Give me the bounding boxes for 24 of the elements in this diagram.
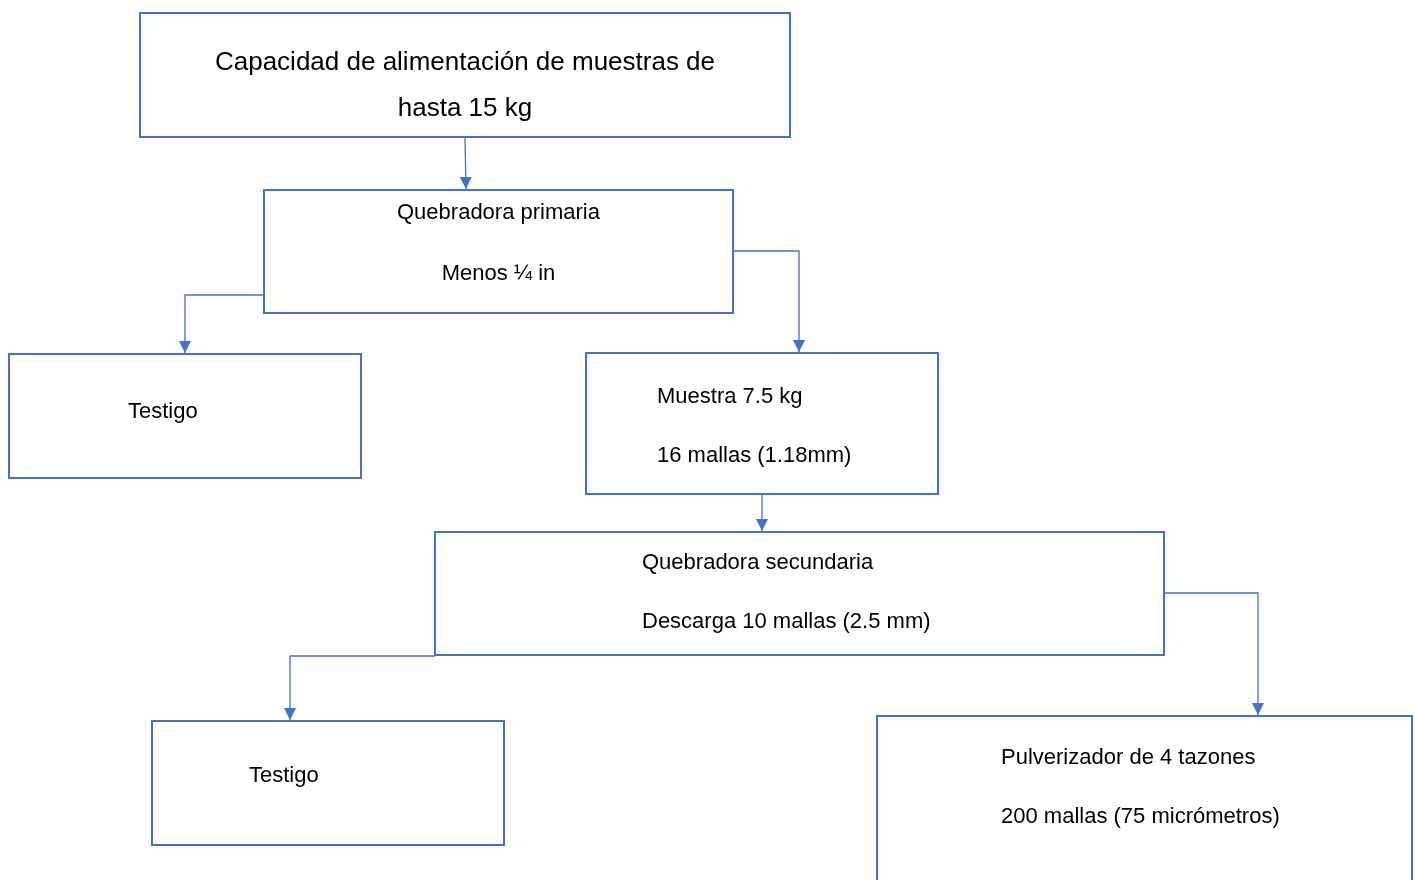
box-heading: Quebradora secundaria [642,549,874,575]
arrow [284,655,436,721]
process-box [434,531,1165,656]
process-box [139,12,791,138]
arrow [179,294,264,354]
box-text: 200 mallas (75 micrómetros) [1001,803,1280,829]
box-text: Menos ¼ in [440,260,557,286]
process-box [263,189,734,314]
process-box [151,720,505,846]
box-heading: Muestra 7.5 kg [657,383,803,409]
process-box [585,352,939,495]
arrow [733,250,805,353]
box-heading: Pulverizador de 4 tazones [1001,744,1256,770]
box-text: Descarga 10 mallas (2.5 mm) [642,608,931,634]
arrow [756,494,768,532]
process-box [876,715,1413,880]
arrow [459,137,472,190]
arrow [1164,592,1264,716]
box-text: Capacidad de alimentación de muestras de hasta 15 kg [213,45,717,124]
box-heading: Quebradora primaria [396,199,601,225]
box-text: Testigo [249,762,319,788]
box-text: Testigo [128,398,198,424]
box-text: 16 mallas (1.18mm) [657,442,852,468]
process-box [8,353,362,479]
